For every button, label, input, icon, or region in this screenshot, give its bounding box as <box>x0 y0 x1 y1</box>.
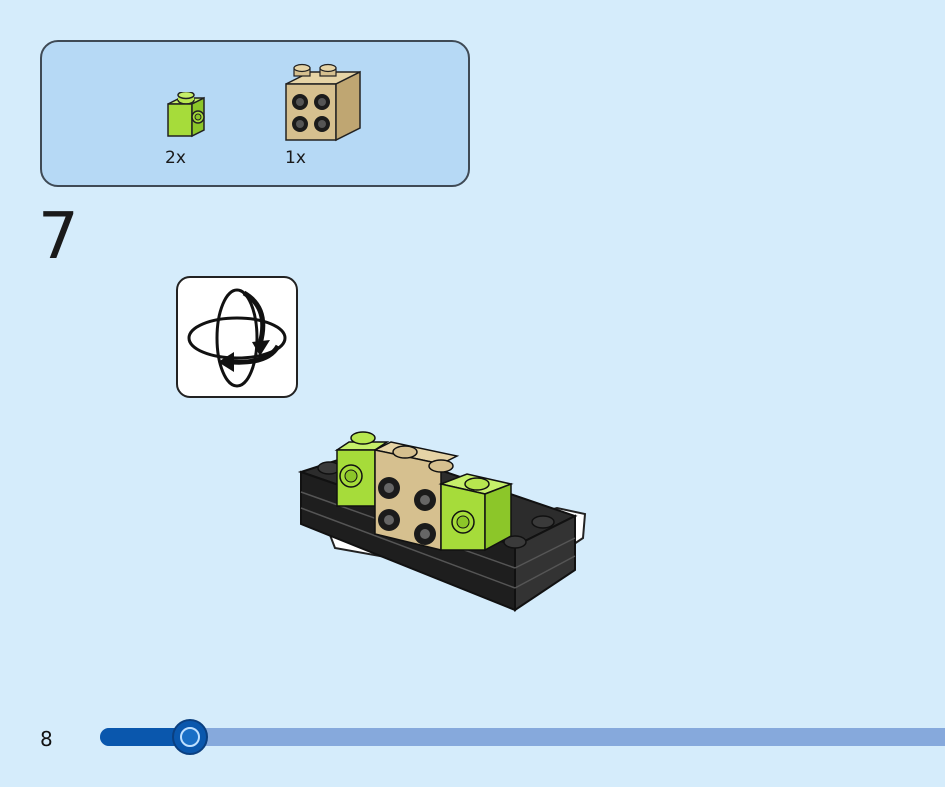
lime-brick-quantity: 2x <box>165 148 186 168</box>
page-number: 8 <box>40 727 53 751</box>
rotate-model-icon <box>176 276 298 398</box>
parts-list-box: 2x 1x <box>40 40 470 187</box>
progress-track <box>100 728 945 746</box>
progress-fill <box>100 728 192 746</box>
step-model-illustration <box>295 420 595 619</box>
tan-brick-icon <box>282 62 364 144</box>
lime-brick-icon <box>162 92 208 142</box>
step-number: 7 <box>38 200 79 274</box>
progress-knob[interactable] <box>172 719 208 755</box>
tan-brick-quantity: 1x <box>285 148 306 168</box>
